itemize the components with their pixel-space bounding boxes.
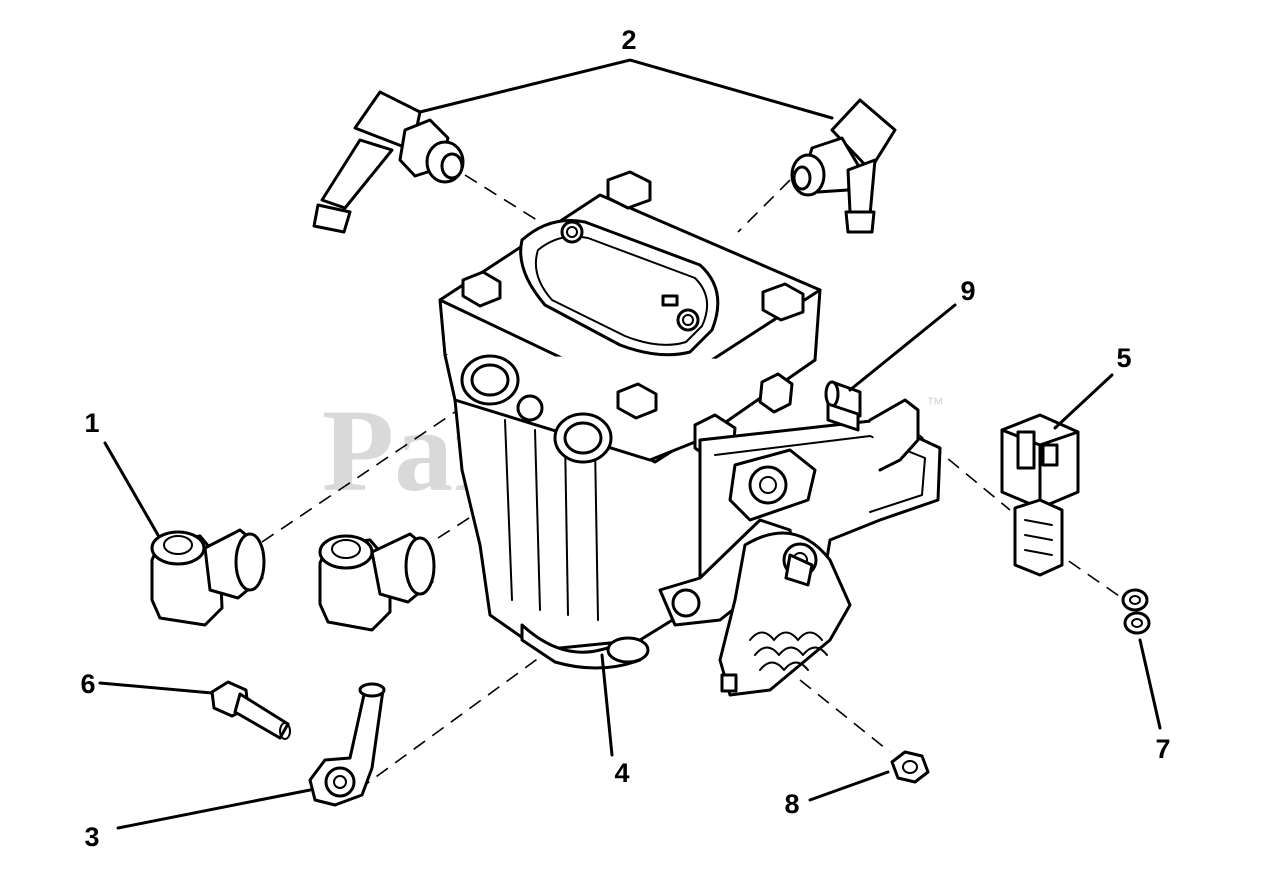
bolt xyxy=(210,680,291,740)
nut-pair xyxy=(1121,588,1151,635)
callout-1: 1 xyxy=(84,408,99,438)
callout-4: 4 xyxy=(614,758,629,788)
fitting-left xyxy=(312,90,465,234)
carburetor-body xyxy=(438,170,942,697)
callout-3: 3 xyxy=(84,822,99,852)
callout-5: 5 xyxy=(1116,343,1131,373)
connector xyxy=(1000,413,1080,577)
pin xyxy=(824,380,862,432)
throttle-arm xyxy=(308,682,386,807)
callout-6: 6 xyxy=(80,669,95,699)
callout-9: 9 xyxy=(960,276,975,306)
callout-2: 2 xyxy=(621,25,636,55)
elbow-fitting-1 xyxy=(150,528,266,627)
leader-lines xyxy=(98,58,1162,830)
callout-8: 8 xyxy=(784,789,799,819)
callout-7: 7 xyxy=(1155,734,1170,764)
watermark-trademark: ™ xyxy=(926,394,944,414)
callouts: 1 2 3 4 5 6 7 8 9 xyxy=(80,25,1170,852)
elbow-fitting-2 xyxy=(318,532,436,632)
fitting-right xyxy=(790,98,897,234)
hex-nut xyxy=(890,750,930,784)
